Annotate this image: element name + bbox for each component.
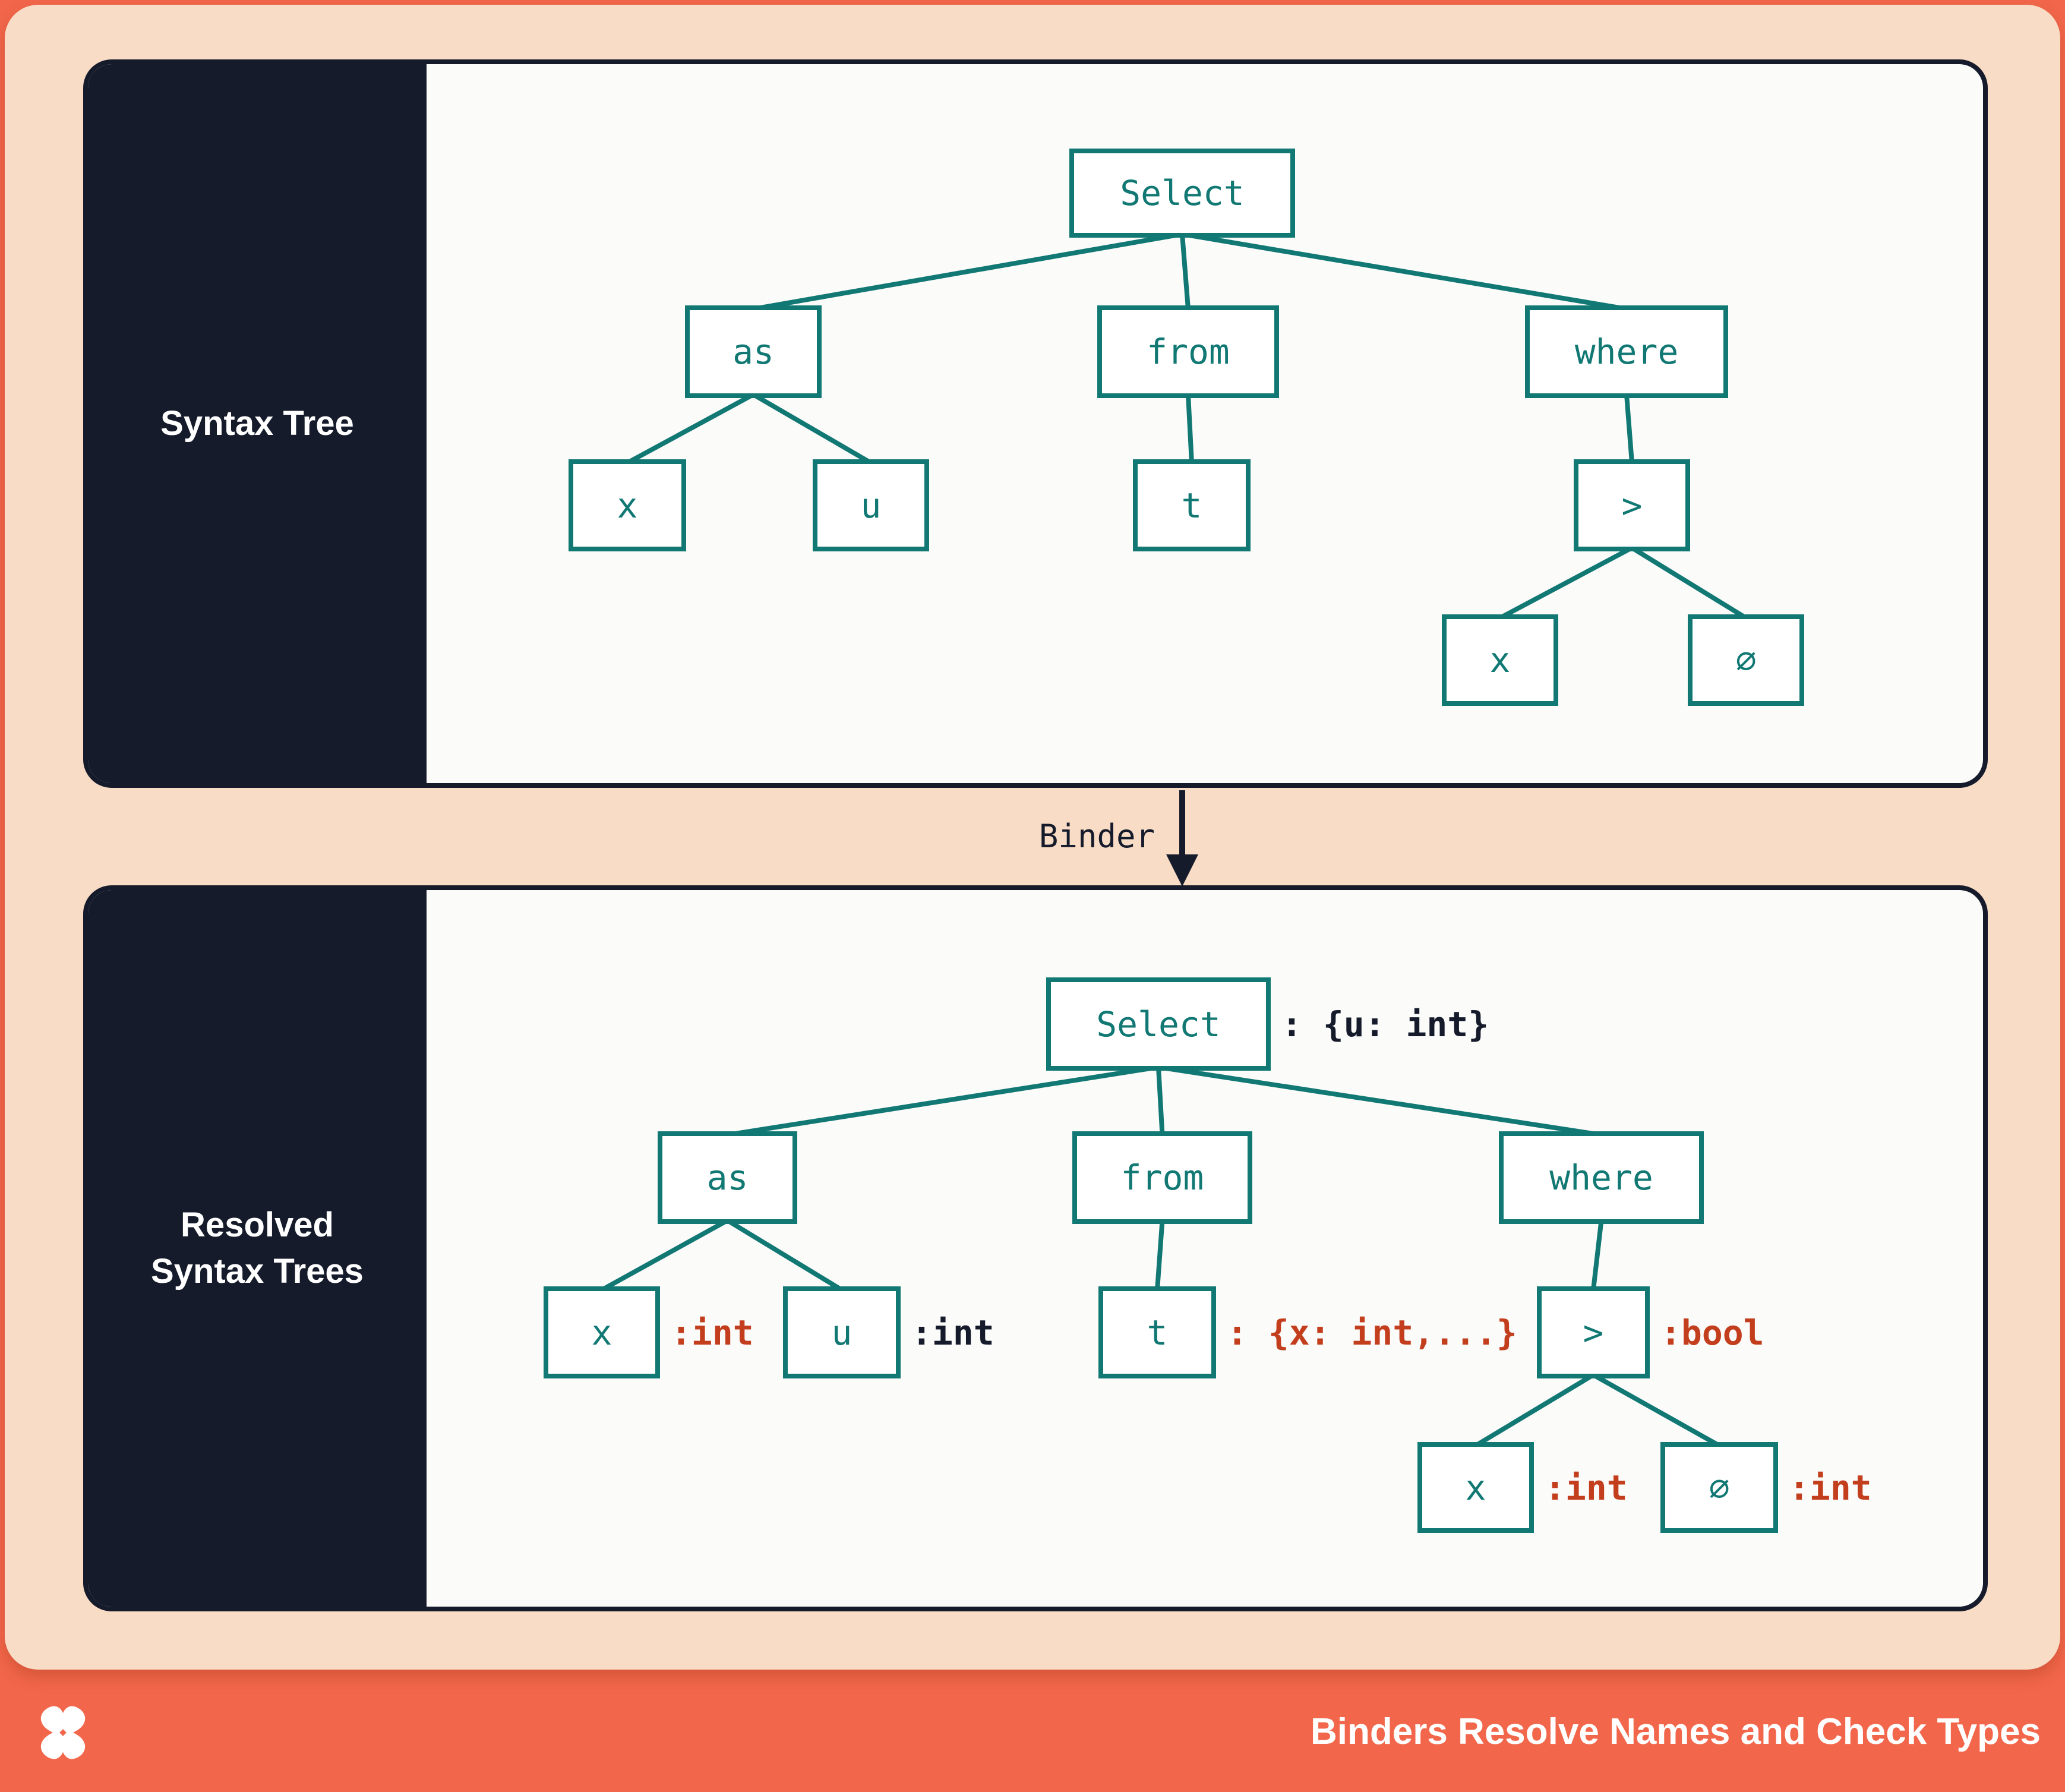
tree-node-t1: t: [1133, 459, 1251, 551]
tree-node-u1: u: [813, 459, 929, 551]
type-annotation-x1: :int: [671, 1312, 754, 1353]
tree-node-gt1: >: [1574, 459, 1690, 551]
type-annotation-select: : {u: int}: [1281, 1004, 1489, 1045]
syntax-tree-panel: Syntax Tree: [83, 59, 1988, 788]
resolved-syntax-trees-sidebar: [88, 890, 427, 1607]
tree-node-zero1: ∅: [1688, 614, 1804, 706]
tree-node-x1b: x: [1442, 614, 1558, 706]
resolved-title-line-2: Syntax Trees: [151, 1252, 364, 1291]
tree-node-x1: x: [544, 1286, 660, 1378]
tree-node-select: Select: [1046, 977, 1271, 1071]
syntax-tree-sidebar: [88, 64, 427, 783]
tree-node-x1b: x: [1417, 1442, 1534, 1533]
tree-node-as: as: [658, 1131, 797, 1224]
tree-node-as: as: [685, 305, 822, 398]
type-annotation-u1: :int: [911, 1312, 994, 1353]
type-annotation-x1b: :int: [1545, 1467, 1628, 1508]
type-annotation-t1: : {x: int,...}: [1227, 1312, 1517, 1353]
resolved-title-line-1: Resolved: [181, 1206, 334, 1244]
tree-node-where: where: [1525, 305, 1728, 398]
tree-node-u1: u: [783, 1286, 901, 1378]
syntax-tree-panel-title-text: Syntax Tree: [160, 404, 354, 443]
tree-node-from: from: [1072, 1131, 1252, 1224]
pinwheel-x-icon: [40, 1706, 86, 1759]
tree-node-where: where: [1499, 1131, 1704, 1224]
tree-node-zero1: ∅: [1660, 1442, 1778, 1533]
resolved-syntax-trees-panel-title: Resolved Syntax Trees: [88, 890, 427, 1607]
tree-node-gt1: >: [1537, 1286, 1650, 1378]
tree-node-x1: x: [569, 459, 686, 551]
footer-title: Binders Resolve Names and Check Types: [1310, 1711, 2041, 1752]
type-annotation-gt1: :bool: [1660, 1312, 1764, 1353]
tree-node-from: from: [1097, 305, 1279, 398]
tree-node-t1: t: [1098, 1286, 1216, 1378]
syntax-tree-panel-title: Syntax Tree: [88, 64, 427, 783]
binder-label: Binder: [1038, 818, 1155, 855]
type-annotation-zero1: :int: [1789, 1467, 1872, 1508]
tree-node-select: Select: [1069, 149, 1295, 238]
